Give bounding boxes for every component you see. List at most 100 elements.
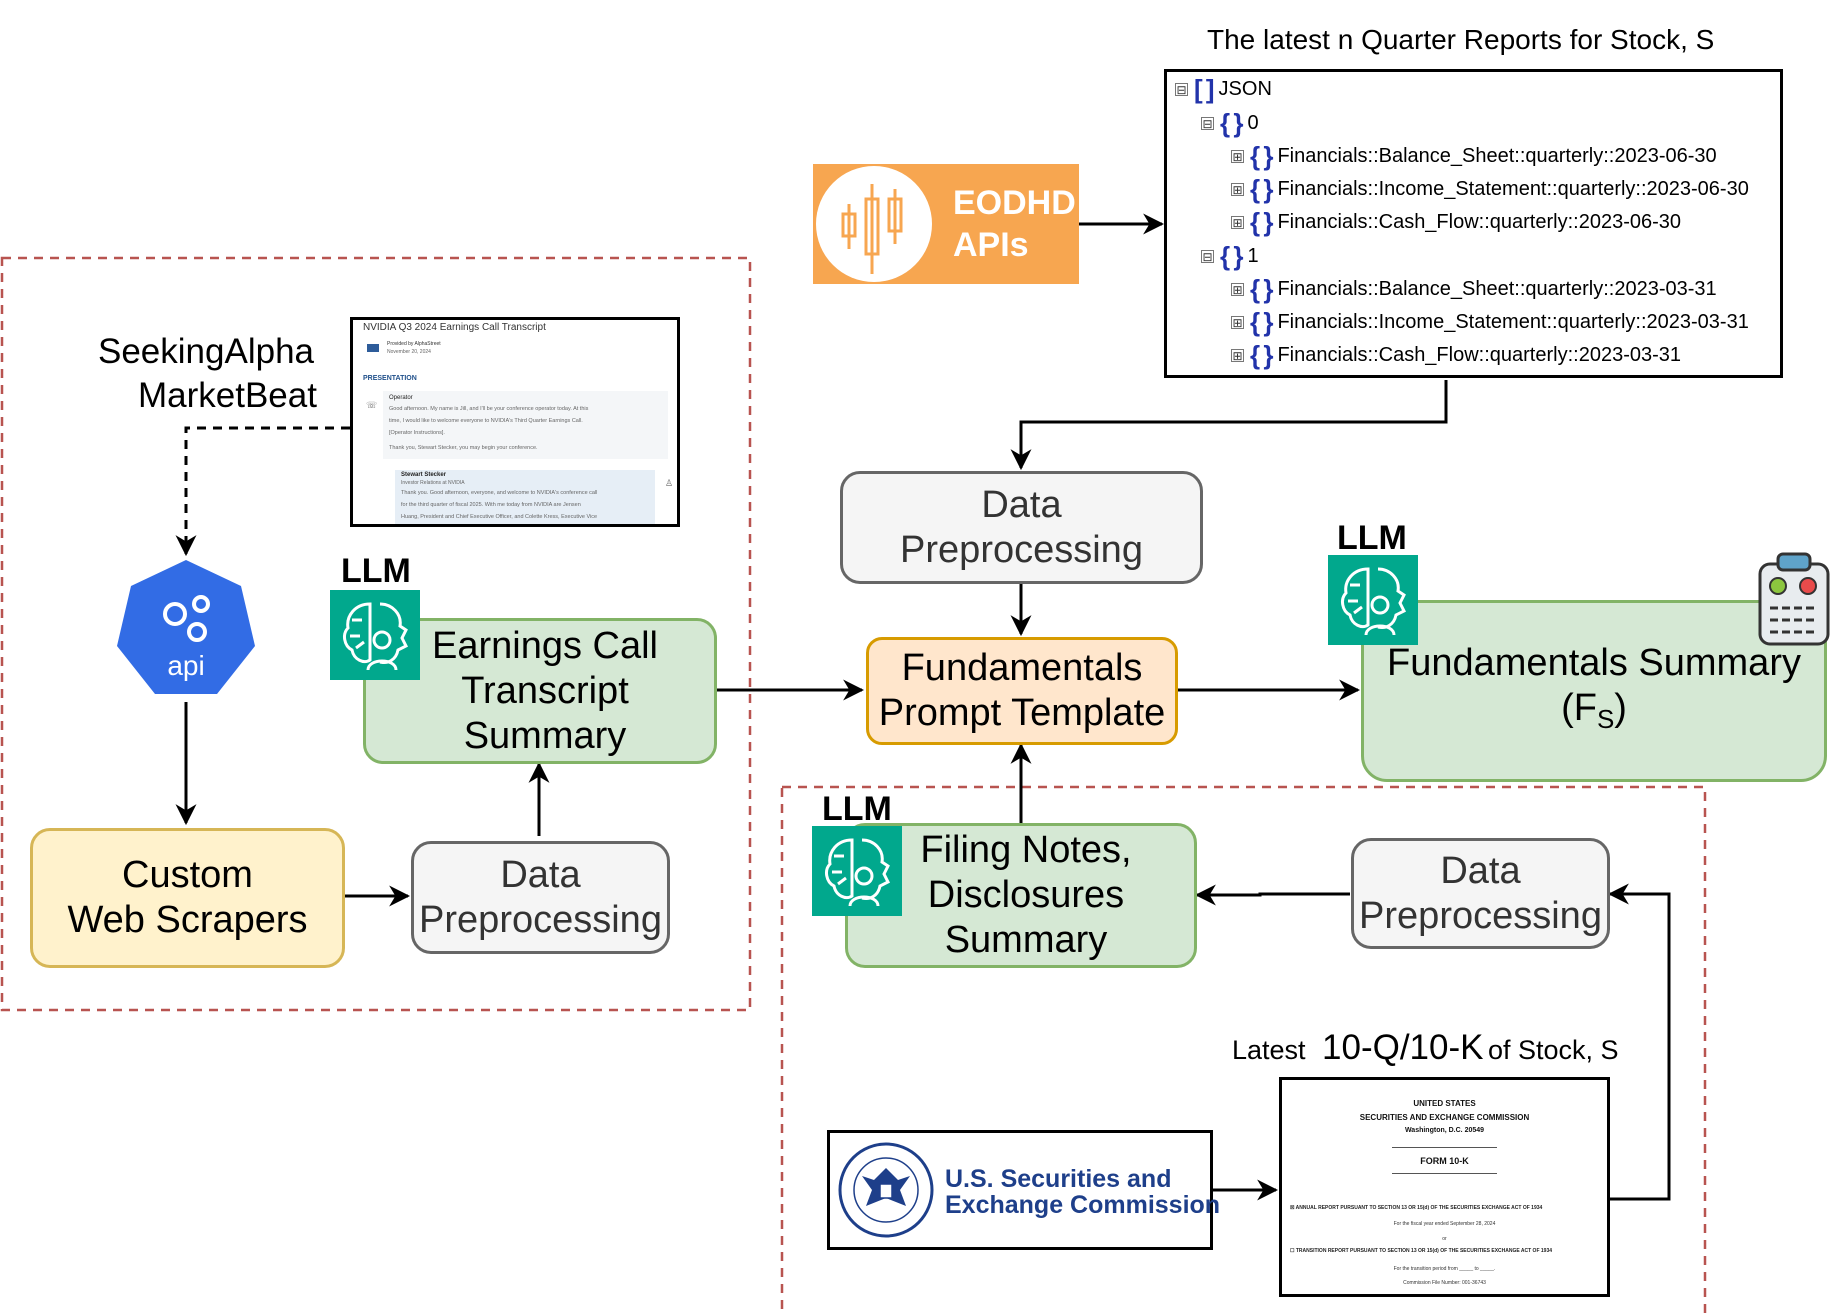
brain-gear-icon (825, 838, 891, 907)
speaker-line: Huang, President and Chief Executive Off… (401, 514, 598, 520)
speaker-card (395, 470, 655, 524)
operator-line: time, I would like to welcome everyone t… (389, 418, 583, 424)
box-line: Summary (944, 919, 1108, 961)
brain-gear-icon (1341, 567, 1407, 636)
form-line: UNITED STATES (1413, 1099, 1476, 1108)
box-line: Custom (122, 854, 253, 896)
filings-region (780, 785, 1707, 1314)
json-group-row: ⊟ { } 1 (1201, 241, 1259, 271)
object-brace-icon: { } (1250, 339, 1274, 370)
llm-brain-icon (1328, 555, 1418, 645)
expand-icon[interactable]: ⊞ (1231, 182, 1244, 197)
array-bracket-icon: [ ] (1194, 73, 1214, 104)
operator-line: [Operator Instructions]. (389, 430, 445, 436)
json-item-row: ⊞ { } Financials::Income_Statement::quar… (1231, 307, 1749, 337)
form-divider (1392, 1173, 1497, 1174)
provider-logo-icon (367, 344, 379, 352)
json-item-row: ⊞ { } Financials::Cash_Flow::quarterly::… (1231, 340, 1681, 370)
json-item-label: Financials::Cash_Flow::quarterly::2023-0… (1277, 210, 1682, 233)
expand-icon[interactable]: ⊞ (1231, 215, 1244, 230)
quarter-reports-title: The latest n Quarter Reports for Stock, … (1207, 24, 1715, 55)
eodhd-line2: APIs (953, 226, 1029, 264)
json-item-label: Financials::Income_Statement::quarterly:… (1277, 310, 1749, 333)
candlestick-icon (816, 166, 932, 282)
user-icon: ♙ (665, 478, 674, 488)
object-brace-icon: { } (1250, 273, 1274, 304)
json-group-index: 1 (1247, 244, 1259, 267)
collapse-icon[interactable]: ⊟ (1201, 116, 1214, 131)
expand-icon[interactable]: ⊞ (1231, 348, 1244, 363)
preprocess-earnings[interactable]: Data Preprocessing (411, 841, 670, 954)
llm-label: LLM (1337, 519, 1407, 557)
expand-icon[interactable]: ⊞ (1231, 315, 1244, 330)
expand-icon[interactable]: ⊞ (1231, 149, 1244, 164)
api-icon: api (117, 560, 255, 694)
json-group-index: 0 (1247, 111, 1259, 134)
llm-label: LLM (341, 552, 411, 590)
llm-label: LLM (822, 790, 892, 828)
collapse-icon[interactable]: ⊟ (1201, 249, 1214, 264)
earnings-call-summary[interactable]: Earnings Call Transcript Summary (363, 618, 717, 764)
fundamentals-summary-symbol: (FS) (1561, 686, 1627, 742)
speaker-line: Thank you. Good afternoon, everyone, and… (401, 490, 598, 496)
box-line: Fundamentals (901, 647, 1143, 689)
custom-web-scrapers[interactable]: Custom Web Scrapers (30, 828, 345, 968)
eodhd-logo: EODHD APIs (813, 164, 1079, 284)
speaker-line: for the third quarter of fiscal 2025. Wi… (401, 502, 581, 508)
source-marketbeat: MarketBeat (138, 376, 317, 415)
operator-line: Thank you, Stewart Stecker, you may begi… (389, 445, 538, 451)
box-line: Earnings Call (432, 624, 658, 667)
box-line: Transcript (461, 669, 629, 712)
box-line: Fundamentals Summary (1387, 641, 1801, 684)
transcript-date: November 20, 2024 (387, 349, 431, 355)
json-item-label: Financials::Income_Statement::quarterly:… (1277, 177, 1749, 200)
sec-seal-icon (838, 1142, 934, 1238)
preprocess-filings[interactable]: Data Preprocessing (1351, 838, 1610, 949)
transcript-title: NVIDIA Q3 2024 Earnings Call Transcript (363, 322, 546, 333)
api-label: api (167, 650, 204, 681)
latest-form: 10-Q/10-K (1322, 1028, 1484, 1067)
form-divider (1392, 1147, 1497, 1148)
box-line: Data (981, 483, 1062, 526)
json-item-label: Financials::Balance_Sheet::quarterly::20… (1277, 144, 1717, 167)
json-item-row: ⊞ { } Financials::Balance_Sheet::quarter… (1231, 274, 1717, 304)
llm-brain-icon (812, 826, 902, 916)
operator-card (383, 391, 668, 459)
form-line: Commission File Number: 001-36743 (1403, 1280, 1486, 1286)
json-item-row: ⊞ { } Financials::Income_Statement::quar… (1231, 174, 1749, 204)
operator-line: Good afternoon. My name is Jill, and I'l… (389, 406, 589, 412)
transcript-provider: Provided by AlphaStreet (387, 341, 441, 347)
sec-line1: U.S. Securities and (945, 1165, 1172, 1193)
box-line: Disclosures (927, 874, 1125, 916)
box-line: Preprocessing (900, 528, 1143, 571)
symbol-open: (F (1561, 686, 1597, 729)
filing-notes-summary[interactable]: Filing Notes, Disclosures Summary (845, 823, 1197, 968)
form-line: SECURITIES AND EXCHANGE COMMISSION (1359, 1113, 1530, 1122)
preprocess-financials[interactable]: Data Preprocessing (840, 471, 1203, 584)
json-tree: ⊟ [ ] JSON ⊟ { } 0 ⊞ { } Financials::Bal… (1164, 69, 1783, 378)
json-root-label: JSON (1218, 77, 1272, 100)
box-line: Data (1440, 849, 1521, 892)
clipboard-icon (1758, 552, 1830, 646)
box-line: Data (500, 853, 581, 896)
fundamentals-summary[interactable]: Fundamentals Summary (FS) (1361, 600, 1827, 782)
json-item-row: ⊞ { } Financials::Cash_Flow::quarterly::… (1231, 207, 1681, 237)
arrow-json-to-preprocess (1010, 380, 1448, 471)
source-seekingalpha: SeekingAlpha (98, 332, 314, 371)
collapse-icon[interactable]: ⊟ (1175, 82, 1188, 97)
expand-icon[interactable]: ⊞ (1231, 282, 1244, 297)
fundamentals-prompt-template[interactable]: Fundamentals Prompt Template (866, 637, 1178, 745)
operator-name: Operator (389, 395, 413, 401)
arrow-preprocess-to-filing (1194, 884, 1350, 906)
form-line: For the fiscal year ended September 28, … (1393, 1221, 1496, 1227)
form-10k-document: UNITED STATES SECURITIES AND EXCHANGE CO… (1279, 1077, 1610, 1297)
sec-logo: U.S. Securities and Exchange Commission (827, 1130, 1220, 1250)
phone-icon: ☏ (366, 400, 378, 410)
object-brace-icon: { } (1250, 206, 1274, 237)
form-line: or (1442, 1236, 1447, 1242)
box-line: Summary (463, 714, 627, 757)
llm-brain-icon (330, 590, 420, 680)
object-brace-icon: { } (1220, 107, 1244, 138)
brain-gear-icon (343, 602, 409, 671)
